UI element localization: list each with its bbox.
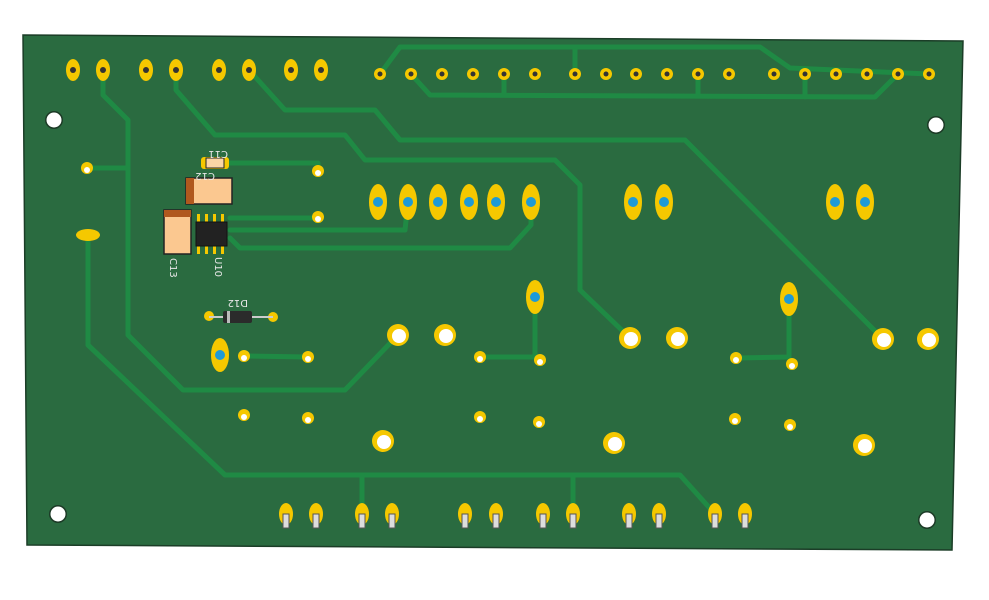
pad-hole	[624, 332, 638, 346]
pad-hole	[241, 414, 247, 420]
component-lead	[711, 513, 719, 529]
label-c13: C13	[167, 258, 178, 278]
capacitor-c12	[185, 177, 233, 205]
component-lead	[655, 513, 663, 529]
small-pad	[76, 229, 100, 241]
pad-drill	[633, 71, 639, 77]
pad-drill	[215, 350, 225, 360]
pad-hole	[787, 424, 793, 430]
component-lead	[569, 513, 577, 529]
pad-hole	[315, 216, 321, 222]
pad-drill	[659, 197, 669, 207]
pad-drill	[439, 71, 445, 77]
pad-drill	[70, 67, 76, 73]
pad-drill	[377, 71, 383, 77]
mounting-hole-drill	[50, 506, 66, 522]
pad-drill	[530, 292, 540, 302]
pad-hole	[733, 357, 739, 363]
pad-drill	[664, 71, 670, 77]
label-u10: U10	[212, 257, 223, 277]
label-d12: D12	[228, 297, 248, 308]
capacitor-c13	[163, 209, 192, 255]
pad-hole	[789, 363, 795, 369]
pad-drill	[318, 67, 324, 73]
diode-d12	[209, 311, 273, 323]
pad-drill	[572, 71, 578, 77]
pad-hole	[732, 418, 738, 424]
pad-drill	[726, 71, 732, 77]
component-lead	[358, 513, 366, 529]
pad-drill	[408, 71, 414, 77]
pad-drill	[864, 71, 870, 77]
component-lead	[625, 513, 633, 529]
pad-hole	[439, 329, 453, 343]
label-c11: C11	[208, 148, 228, 159]
label-c12: C12	[195, 170, 215, 181]
pad-drill	[802, 71, 808, 77]
pad-hole	[392, 329, 406, 343]
pad-hole	[877, 333, 891, 347]
pad-drill	[501, 71, 507, 77]
pad-drill	[532, 71, 538, 77]
component-lead	[461, 513, 469, 529]
mounting-hole-drill	[919, 512, 935, 528]
pad-drill	[246, 67, 252, 73]
pad-hole	[477, 416, 483, 422]
component-lead	[741, 513, 749, 529]
pad-drill	[526, 197, 536, 207]
pad-hole	[84, 167, 90, 173]
component-lead	[312, 513, 320, 529]
pad-hole	[608, 437, 622, 451]
component-lead	[388, 513, 396, 529]
pad-drill	[771, 71, 777, 77]
pad-hole	[537, 359, 543, 365]
mounting-hole-drill	[928, 117, 944, 133]
copper-traces	[84, 44, 932, 517]
pad-drill	[833, 71, 839, 77]
pad-hole	[536, 421, 542, 427]
pads-layer	[45, 59, 945, 529]
pad-drill	[100, 67, 106, 73]
pad-drill	[288, 67, 294, 73]
pad-drill	[603, 71, 609, 77]
pad-drill	[403, 197, 413, 207]
pad-hole	[315, 170, 321, 176]
pad-hole	[377, 435, 391, 449]
component-lead	[282, 513, 290, 529]
pad-drill	[173, 67, 179, 73]
pad-drill	[784, 294, 794, 304]
capacitor-c11	[201, 157, 229, 169]
pad-hole	[922, 333, 936, 347]
pad-hole	[858, 439, 872, 453]
pad-hole	[305, 417, 311, 423]
mounting-hole-drill	[46, 112, 62, 128]
pad-hole	[477, 356, 483, 362]
pad-drill	[491, 197, 501, 207]
pad-hole	[305, 356, 311, 362]
component-lead	[539, 513, 547, 529]
pad-drill	[895, 71, 901, 77]
pad-drill	[628, 197, 638, 207]
pad-drill	[470, 71, 476, 77]
ic-u10	[195, 214, 228, 254]
pad-hole	[671, 332, 685, 346]
pad-drill	[433, 197, 443, 207]
pad-drill	[143, 67, 149, 73]
pad-drill	[926, 71, 932, 77]
component-lead	[492, 513, 500, 529]
pad-drill	[695, 71, 701, 77]
pad-drill	[373, 197, 383, 207]
pad-drill	[860, 197, 870, 207]
pad-drill	[216, 67, 222, 73]
pad-hole	[241, 355, 247, 361]
pad-drill	[830, 197, 840, 207]
pad-drill	[464, 197, 474, 207]
